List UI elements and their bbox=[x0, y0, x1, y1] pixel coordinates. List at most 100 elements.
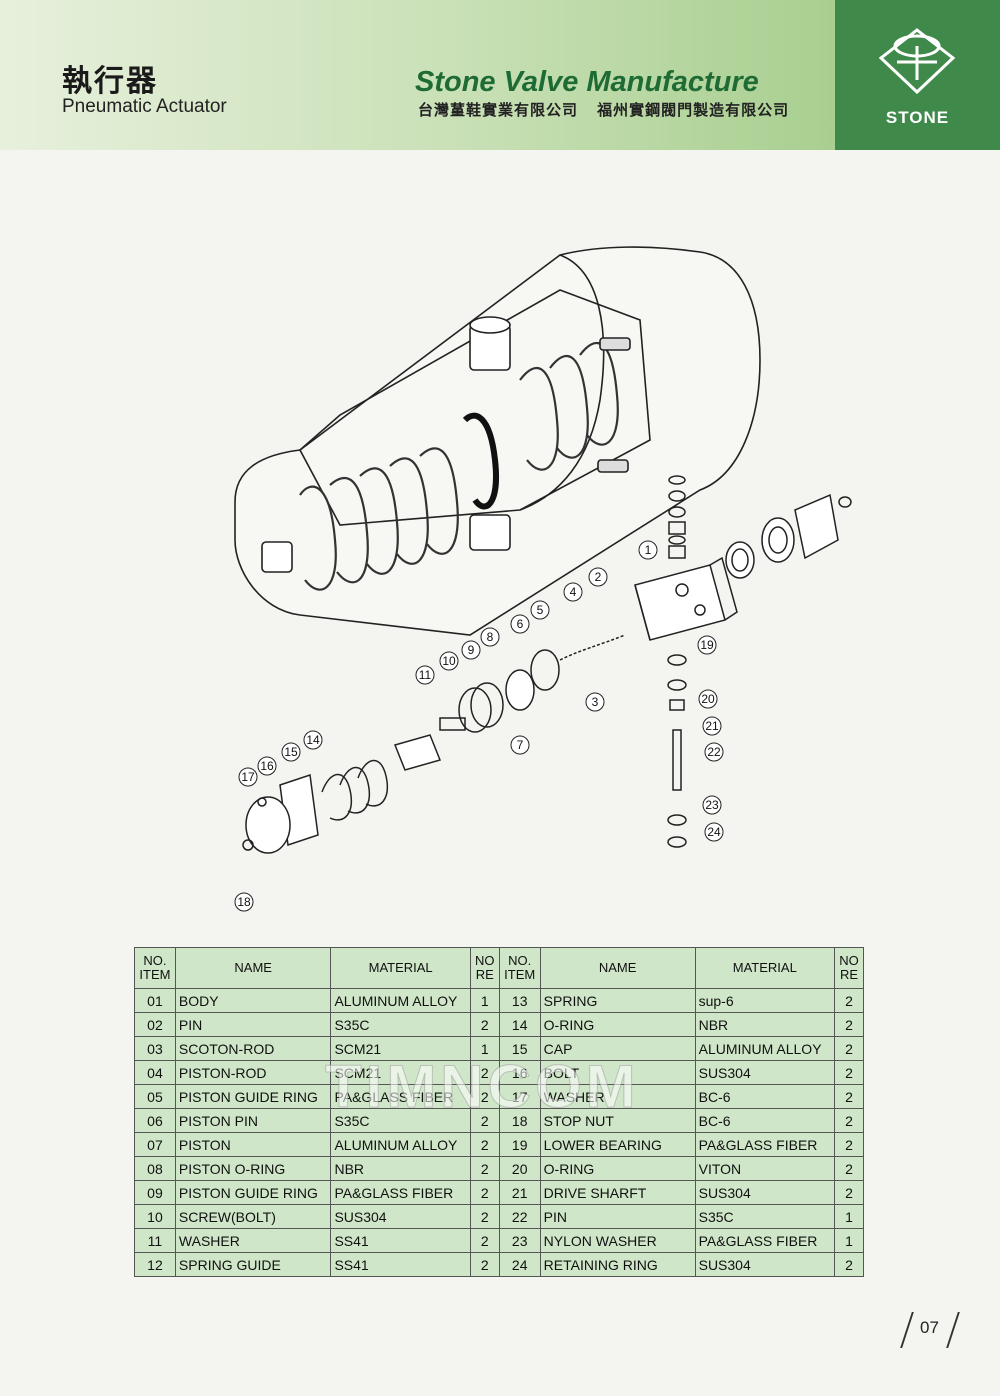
quantity: 2 bbox=[469, 1228, 500, 1253]
callout-23: 23 bbox=[702, 795, 722, 815]
callout-10: 10 bbox=[439, 651, 459, 671]
material: ALUMINUM ALLOY bbox=[330, 1132, 471, 1157]
material: BC-6 bbox=[694, 1084, 835, 1109]
item-no: 19 bbox=[498, 1132, 541, 1157]
col-name-2: NAME bbox=[539, 947, 696, 989]
quantity: 2 bbox=[833, 1084, 865, 1109]
item-no: 07 bbox=[134, 1132, 176, 1157]
callout-22: 22 bbox=[704, 742, 724, 762]
svg-text:7: 7 bbox=[517, 738, 524, 752]
item-no: 15 bbox=[498, 1036, 541, 1061]
page-slash-left bbox=[900, 1312, 914, 1348]
part-name: SPRING GUIDE bbox=[174, 1252, 332, 1277]
parts-table-header: NO. ITEM NAME MATERIAL NO RE NO. ITEM NA… bbox=[134, 947, 865, 989]
callout-6: 6 bbox=[510, 614, 530, 634]
svg-text:16: 16 bbox=[260, 759, 274, 773]
part-name: RETAINING RING bbox=[539, 1252, 696, 1277]
quantity: 1 bbox=[469, 988, 500, 1013]
svg-text:5: 5 bbox=[537, 603, 544, 617]
title-chinese: 執行器 bbox=[62, 65, 158, 98]
logo-text: STONE bbox=[885, 108, 950, 127]
material: SS41 bbox=[330, 1252, 471, 1277]
svg-text:24: 24 bbox=[707, 825, 721, 839]
part-name: BODY bbox=[174, 988, 332, 1013]
stone-logo: STONE bbox=[835, 0, 1000, 150]
col-material: MATERIAL bbox=[330, 947, 471, 989]
callout-3: 3 bbox=[585, 692, 605, 712]
quantity: 2 bbox=[469, 1180, 500, 1205]
svg-text:21: 21 bbox=[705, 719, 719, 733]
svg-text:23: 23 bbox=[705, 798, 719, 812]
part-name: PIN bbox=[539, 1204, 696, 1229]
svg-text:19: 19 bbox=[700, 638, 714, 652]
svg-text:2: 2 bbox=[595, 570, 602, 584]
brand-name: Stone Valve Manufacture bbox=[415, 66, 759, 98]
material: SCM21 bbox=[330, 1036, 471, 1061]
company-names: 台灣蓳鞋實業有限公司 福州實鋼閥門製造有限公司 bbox=[418, 102, 790, 119]
callout-8: 8 bbox=[480, 627, 500, 647]
svg-text:10: 10 bbox=[442, 654, 456, 668]
callout-9: 9 bbox=[461, 640, 481, 660]
material: PA&GLASS FIBER bbox=[330, 1180, 471, 1205]
quantity: 2 bbox=[833, 1180, 865, 1205]
col-no-item-2: NO. ITEM bbox=[498, 947, 541, 989]
col-no-re-2: NO RE bbox=[833, 947, 865, 989]
quantity: 2 bbox=[469, 1132, 500, 1157]
item-no: 01 bbox=[134, 988, 176, 1013]
material: SCM21 bbox=[330, 1060, 471, 1085]
svg-text:22: 22 bbox=[707, 745, 721, 759]
svg-text:11: 11 bbox=[419, 668, 432, 682]
part-name: STOP NUT bbox=[539, 1108, 696, 1133]
item-no: 05 bbox=[134, 1084, 176, 1109]
part-name: CAP bbox=[539, 1036, 696, 1061]
quantity: 2 bbox=[833, 1132, 865, 1157]
page-number: 07 bbox=[920, 1318, 939, 1337]
col-no-re: NO RE bbox=[469, 947, 500, 989]
material: ALUMINUM ALLOY bbox=[694, 1036, 835, 1061]
quantity: 2 bbox=[833, 1012, 865, 1037]
part-name: BOLT bbox=[539, 1060, 696, 1085]
part-name: DRIVE SHARFT bbox=[539, 1180, 696, 1205]
callout-2: 2 bbox=[588, 567, 608, 587]
material: S35C bbox=[694, 1204, 835, 1229]
callout-17: 17 bbox=[238, 767, 258, 787]
item-no: 12 bbox=[134, 1252, 176, 1277]
item-no: 21 bbox=[498, 1180, 541, 1205]
quantity: 1 bbox=[833, 1228, 865, 1253]
part-name: PISTON GUIDE RING bbox=[174, 1180, 332, 1205]
quantity: 2 bbox=[833, 1060, 865, 1085]
material: NBR bbox=[330, 1156, 471, 1181]
item-no: 03 bbox=[134, 1036, 176, 1061]
item-no: 20 bbox=[498, 1156, 541, 1181]
part-name: PISTON-ROD bbox=[174, 1060, 332, 1085]
material: VITON bbox=[694, 1156, 835, 1181]
svg-text:4: 4 bbox=[570, 585, 577, 599]
item-no: 24 bbox=[498, 1252, 541, 1277]
item-no: 04 bbox=[134, 1060, 176, 1085]
part-name: O-RING bbox=[539, 1012, 696, 1037]
material: PA&GLASS FIBER bbox=[694, 1228, 835, 1253]
svg-text:3: 3 bbox=[592, 695, 599, 709]
material: PA&GLASS FIBER bbox=[694, 1132, 835, 1157]
material: SS41 bbox=[330, 1228, 471, 1253]
material: SUS304 bbox=[330, 1204, 471, 1229]
material: S35C bbox=[330, 1012, 471, 1037]
callout-21: 21 bbox=[702, 716, 722, 736]
callout-18: 18 bbox=[234, 892, 254, 912]
svg-text:17: 17 bbox=[241, 770, 255, 784]
part-name: PISTON bbox=[174, 1132, 332, 1157]
callout-5: 5 bbox=[530, 600, 550, 620]
part-name: O-RING bbox=[539, 1156, 696, 1181]
item-no: 08 bbox=[134, 1156, 176, 1181]
material: SUS304 bbox=[694, 1060, 835, 1085]
material: S35C bbox=[330, 1108, 471, 1133]
parts-table: NO. ITEM NAME MATERIAL NO RE NO. ITEM NA… bbox=[134, 947, 865, 1277]
callout-24: 24 bbox=[704, 822, 724, 842]
quantity: 2 bbox=[469, 1012, 500, 1037]
